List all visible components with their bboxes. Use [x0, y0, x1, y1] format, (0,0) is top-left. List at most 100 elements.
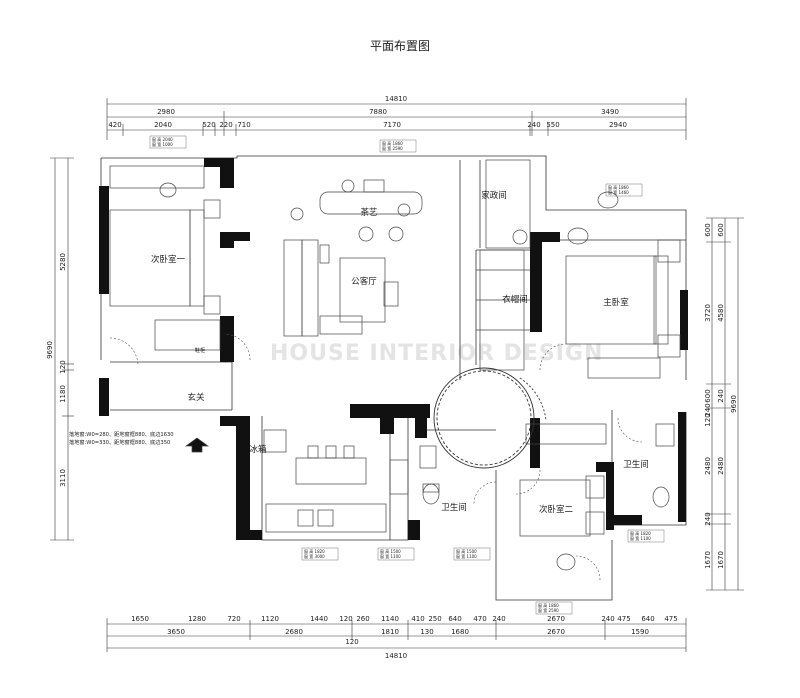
- window-tag-8-h: 窗 高 1820: [630, 530, 651, 536]
- dim-right-c: 600: [704, 389, 712, 402]
- dim-top-2-d: 220: [219, 121, 232, 129]
- dim-top-2-h: 550: [546, 121, 559, 129]
- dim-bot-1-j: 250: [428, 615, 441, 623]
- dim-right-e: 120: [704, 413, 712, 426]
- window-tag-6-h: 窗 高 1500: [456, 548, 477, 554]
- left-dimension-chain: [50, 157, 74, 541]
- dim-top-total: 14810: [385, 95, 407, 103]
- dim-left-d: 3110: [59, 469, 67, 487]
- dim-left-c: 1180: [59, 385, 67, 403]
- thick-walls: [99, 158, 688, 540]
- dim-bot-2-g: 1590: [631, 628, 649, 636]
- top-dimension-chain: [106, 98, 687, 140]
- bottom-dimension-chain: [106, 618, 687, 652]
- dim-right-total: 9690: [730, 395, 738, 413]
- window-tag-2-w: 窗 宽 1000: [152, 141, 173, 147]
- note-window-2: 落地窗:W0=330、距地窗框880、底边350: [69, 438, 170, 446]
- dim-top-2-a: 420: [108, 121, 121, 129]
- dim-right-b: 3720: [704, 304, 712, 322]
- dim-top-2-c: 520: [202, 121, 215, 129]
- dim-bot-1-c: 720: [227, 615, 240, 623]
- dim-bot-1-p: 475: [617, 615, 630, 623]
- dim-bot-2-e: 1680: [451, 628, 469, 636]
- label-bathroom-master: 卫生间: [623, 459, 649, 470]
- label-tea-area: 茶艺: [360, 207, 377, 218]
- dim-right-h: 1670: [704, 551, 712, 569]
- dim-right-a: 600: [704, 223, 712, 236]
- dim-bot-1-g: 260: [356, 615, 369, 623]
- dim-right-mid-e: 1670: [717, 551, 725, 569]
- window-tag-6-w: 窗 宽 1100: [456, 553, 477, 559]
- dim-top-1-c: 3490: [601, 108, 619, 116]
- dim-right-mid-c: 240: [717, 389, 725, 402]
- dim-bot-1-q: 640: [641, 615, 654, 623]
- dim-bot-1-h: 1140: [381, 615, 399, 623]
- window-tag-2-h: 窗 高 2040: [152, 136, 173, 142]
- dim-bot-1-o: 240: [601, 615, 614, 623]
- dim-top-2-b: 2040: [154, 121, 172, 129]
- dim-left-b: 120: [59, 360, 67, 373]
- dim-bot-2-c: 1810: [381, 628, 399, 636]
- label-housekeeping: 家政间: [481, 190, 507, 201]
- window-tag-7-w: 窗 宽 2590: [538, 607, 559, 613]
- dim-bot-1-b: 1280: [188, 615, 206, 623]
- round-hall: [433, 367, 547, 469]
- dim-bot-1-d: 1120: [261, 615, 279, 623]
- label-secondary-bedroom-2: 次卧室二: [539, 504, 574, 515]
- dim-bot-2b-a: 120: [345, 638, 358, 646]
- dim-bot-2-d: 130: [420, 628, 433, 636]
- dim-left-a: 5280: [59, 253, 67, 271]
- dim-bot-1-r: 475: [664, 615, 677, 623]
- label-living-room: 公客厅: [351, 276, 377, 287]
- dim-top-2-g: 240: [527, 121, 540, 129]
- dim-right-d: 240: [704, 403, 712, 416]
- label-shoe-cabinet: 鞋柜: [195, 346, 205, 354]
- right-dimension-chain: [706, 217, 744, 591]
- window-tag-3-h: 窗 高 1860: [608, 184, 629, 190]
- dim-bot-1-l: 470: [473, 615, 486, 623]
- label-bathroom-main: 卫生间: [441, 502, 467, 513]
- dim-right-mid-b: 4580: [717, 304, 725, 322]
- label-secondary-bedroom-1: 次卧室一: [151, 254, 186, 265]
- label-walk-in-closet: 衣帽间: [502, 294, 528, 305]
- dim-bot-1-i: 410: [411, 615, 424, 623]
- window-tag-5-w: 窗 宽 1100: [380, 553, 401, 559]
- label-entrance: 玄关: [187, 392, 205, 403]
- window-tag-8-w: 窗 宽 1100: [630, 535, 651, 541]
- dim-left-total: 9690: [46, 341, 54, 359]
- window-tags: 窗 高 1860 窗 宽 2590 窗 高 2040 窗 宽 1000 窗 高 …: [149, 135, 665, 615]
- dim-bot-2-b: 2680: [285, 628, 303, 636]
- dim-bot-2-f: 2670: [547, 628, 565, 636]
- dim-bot-1-e: 1440: [310, 615, 328, 623]
- furniture: [109, 159, 681, 571]
- window-tag-1-w: 窗 宽 2590: [382, 145, 403, 151]
- dim-top-1-b: 7880: [369, 108, 387, 116]
- label-master-bedroom: 主卧室: [603, 297, 629, 308]
- dim-right-mid-d: 2480: [717, 457, 725, 475]
- dim-top-2-i: 2940: [609, 121, 627, 129]
- window-tag-3-w: 窗 宽 1460: [608, 189, 629, 195]
- window-tag-1-h: 窗 高 1860: [382, 140, 403, 146]
- dim-top-2-f: 7170: [383, 121, 401, 129]
- dim-right-g: 240: [704, 512, 712, 525]
- dim-bot-1-f: 120: [339, 615, 352, 623]
- dim-top-1-a: 2980: [157, 108, 175, 116]
- note-window-1: 落地窗:W0=280、距地窗框880、底边1630: [69, 430, 174, 438]
- label-fridge: 冰箱: [249, 444, 267, 455]
- dim-bot-1-m: 240: [492, 615, 505, 623]
- dim-bot-2-a: 3650: [167, 628, 185, 636]
- dim-right-f: 2480: [704, 457, 712, 475]
- window-tag-4-h: 窗 高 1820: [304, 548, 325, 554]
- dim-bot-1-k: 640: [448, 615, 461, 623]
- door-swings: [109, 333, 643, 581]
- window-tag-7-h: 窗 高 1860: [538, 602, 559, 608]
- dim-bot-total: 14810: [385, 652, 407, 660]
- dim-bot-1-n: 2670: [547, 615, 565, 623]
- dim-right-mid-a: 600: [717, 223, 725, 236]
- dim-bot-1-a: 1650: [131, 615, 149, 623]
- plan-title: 平面布置图: [370, 39, 430, 53]
- watermark: HOUSE INTERIOR DESIGN: [270, 341, 603, 366]
- dim-top-2-e: 710: [237, 121, 250, 129]
- window-tag-5-h: 窗 高 1500: [380, 548, 401, 554]
